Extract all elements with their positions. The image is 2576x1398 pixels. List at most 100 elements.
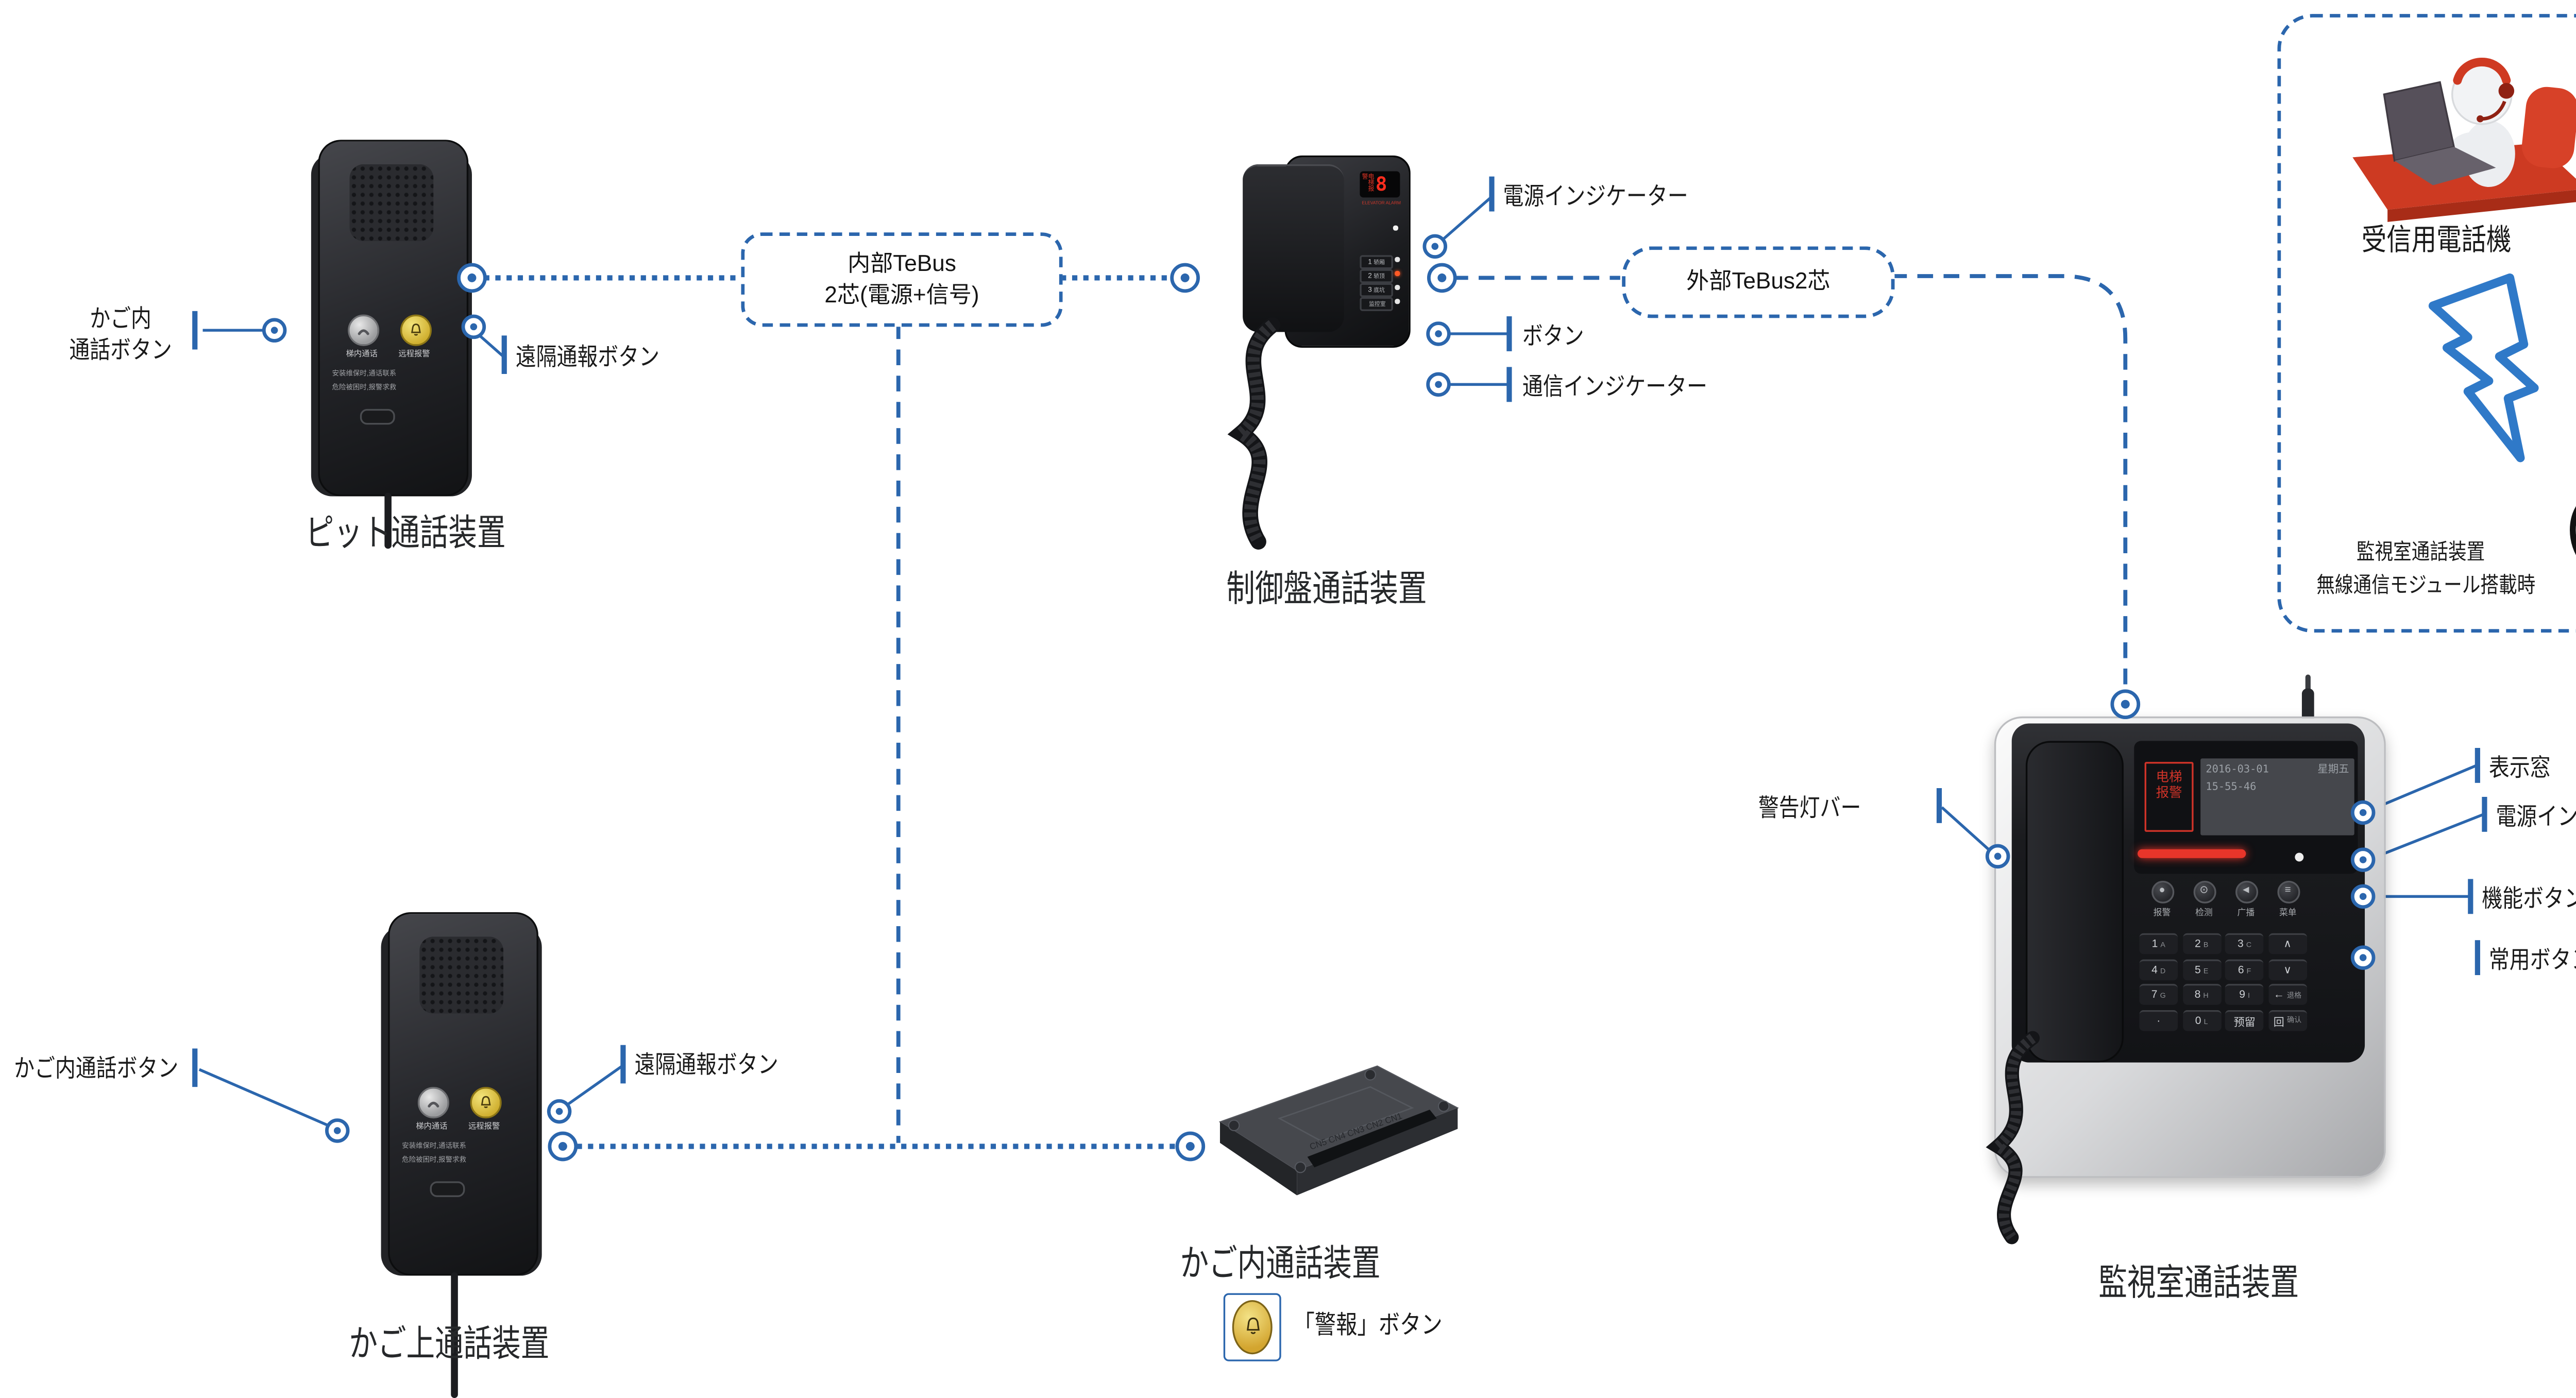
- tick: [620, 1045, 626, 1084]
- key-up: ∧: [2268, 933, 2307, 954]
- function-key-broadcast: ◄ 广播: [2225, 880, 2267, 919]
- panel-note: 危险被困时,报警求救: [402, 1155, 466, 1164]
- tick: [192, 311, 198, 350]
- bell-icon: ●: [2150, 880, 2174, 903]
- receiver-phone-title: 受信用電話機: [2361, 224, 2512, 257]
- panel-note: 危险被困时,报警求救: [332, 383, 397, 391]
- phone-handset: [1243, 164, 1344, 332]
- bell-icon: [1246, 1317, 1259, 1334]
- key-led: [1395, 284, 1400, 289]
- button-caption: 远程报警: [398, 350, 430, 360]
- key-led: [1395, 257, 1400, 262]
- panel-note: 安装维保时,通话联系: [402, 1141, 466, 1150]
- label-display-window: 表示窓: [2488, 753, 2551, 781]
- connector-cp-button: [1426, 321, 1451, 346]
- coiled-cord: [1986, 1031, 2040, 1244]
- key-down: ∨: [2268, 959, 2307, 980]
- tick: [1506, 367, 1512, 402]
- tick: [192, 1048, 198, 1087]
- module-box: CN5 CN4 CN3 CN2 CN1: [1218, 1065, 1459, 1196]
- connector-function-keys: [2350, 884, 2376, 909]
- key-reserve: 预留: [2225, 1010, 2264, 1031]
- car-interior-module: CN5 CN4 CN3 CN2 CN1: [1210, 1059, 1468, 1227]
- tick: [501, 335, 507, 374]
- connector-cp-bus-right: [1427, 263, 1457, 293]
- label-function-buttons: 機能ボタン: [2482, 884, 2576, 912]
- alarm-bell-button: [400, 314, 432, 346]
- wireless-antenna-icon: [2570, 506, 2576, 555]
- phone-icon: [428, 1101, 439, 1107]
- handset-slot: [430, 1181, 465, 1197]
- pit-intercom-device: 梯内通话 远程报警 安装维保时,通话联系 危险被困时,报警求救: [308, 137, 476, 591]
- bell-icon: [411, 323, 421, 336]
- label-common-buttons: 常用ボタン: [2488, 945, 2576, 974]
- connector-common-keys: [2350, 945, 2376, 970]
- key-led: [1395, 299, 1400, 303]
- label-warning-light-bar: 警告灯バー: [1758, 793, 1861, 822]
- detect-icon: ⊙: [2192, 880, 2215, 903]
- function-key-detect: ⊙ 检测: [2183, 880, 2225, 919]
- key-led-active: [1395, 270, 1400, 276]
- lightning-icon: [2428, 273, 2539, 463]
- internal-tebus-box: 内部TeBus 2芯(電源+信号): [741, 232, 1063, 327]
- label-pit-remote-button: 遠隔通報ボタン: [515, 342, 660, 371]
- tick: [2482, 796, 2487, 832]
- cartop-intercom-device: 梯内通话 远程报警 安装维保时,通话联系 危险被困时,报警求救: [378, 909, 546, 1398]
- connector-pit-bus: [457, 263, 487, 293]
- display-digit: 8: [1375, 173, 1387, 196]
- antenna: [2301, 688, 2314, 724]
- speaker-grille: [349, 164, 434, 242]
- connector-cartop-remote: [547, 1099, 572, 1124]
- external-tebus-box: 外部TeBus2芯: [1622, 246, 1895, 318]
- title-car-module-device: かご内通話装置: [1180, 1244, 1381, 1285]
- speaker-grille: [419, 936, 504, 1014]
- key-monitor: 监控室: [1360, 297, 1393, 311]
- button-caption: 梯内通话: [346, 350, 378, 360]
- phone-handset: [2025, 741, 2124, 1063]
- panel-note: 安装维保时,通话联系: [332, 369, 397, 377]
- tick: [2475, 940, 2480, 976]
- internal-tebus-line2: 2芯(電源+信号): [824, 281, 979, 308]
- antenna-tip: [2305, 674, 2311, 696]
- title-control-panel-device: 制御盤通話装置: [1226, 569, 1427, 610]
- car-call-button: [348, 314, 380, 346]
- connector-cp-bus-left: [1170, 263, 1200, 293]
- screen-alarm-box: 电梯报警: [2144, 762, 2194, 832]
- label-cartop-call-button: かご内通話ボタン: [14, 1053, 179, 1082]
- label-pit-call-button: かご内通話ボタン: [69, 304, 172, 363]
- connector-cartop-call: [325, 1118, 350, 1143]
- title-pit-device: ピット通話装置: [305, 514, 506, 554]
- coiled-cord: [1227, 317, 1281, 550]
- operator-clipart: [2352, 58, 2576, 222]
- receiver-note-line2: 無線通信モジュール搭載時: [2316, 573, 2536, 598]
- key-backspace: ←退格: [2268, 984, 2307, 1005]
- display-caption: ELEVATOR ALARM: [1362, 199, 1401, 206]
- receiver-note-line1: 監視室通話装置: [2356, 540, 2485, 565]
- receiver-phone-box: [2277, 14, 2576, 633]
- external-tebus-label: 外部TeBus2芯: [1686, 268, 1831, 295]
- speaker-icon: ◄: [2234, 880, 2258, 903]
- connector-cartop-bus: [548, 1131, 578, 1162]
- cord: [451, 1272, 458, 1398]
- screen-date: 2016-03-01: [2206, 763, 2269, 776]
- connector-monitor-bus: [2110, 689, 2141, 720]
- alarm-button-icon: [1223, 1293, 1281, 1361]
- key-dot: ·: [2139, 1010, 2178, 1031]
- label-cp-comm-indicator: 通信インジケーター: [1522, 372, 1707, 400]
- function-key-menu: ≡ 菜单: [2267, 880, 2309, 919]
- cord: [384, 492, 392, 549]
